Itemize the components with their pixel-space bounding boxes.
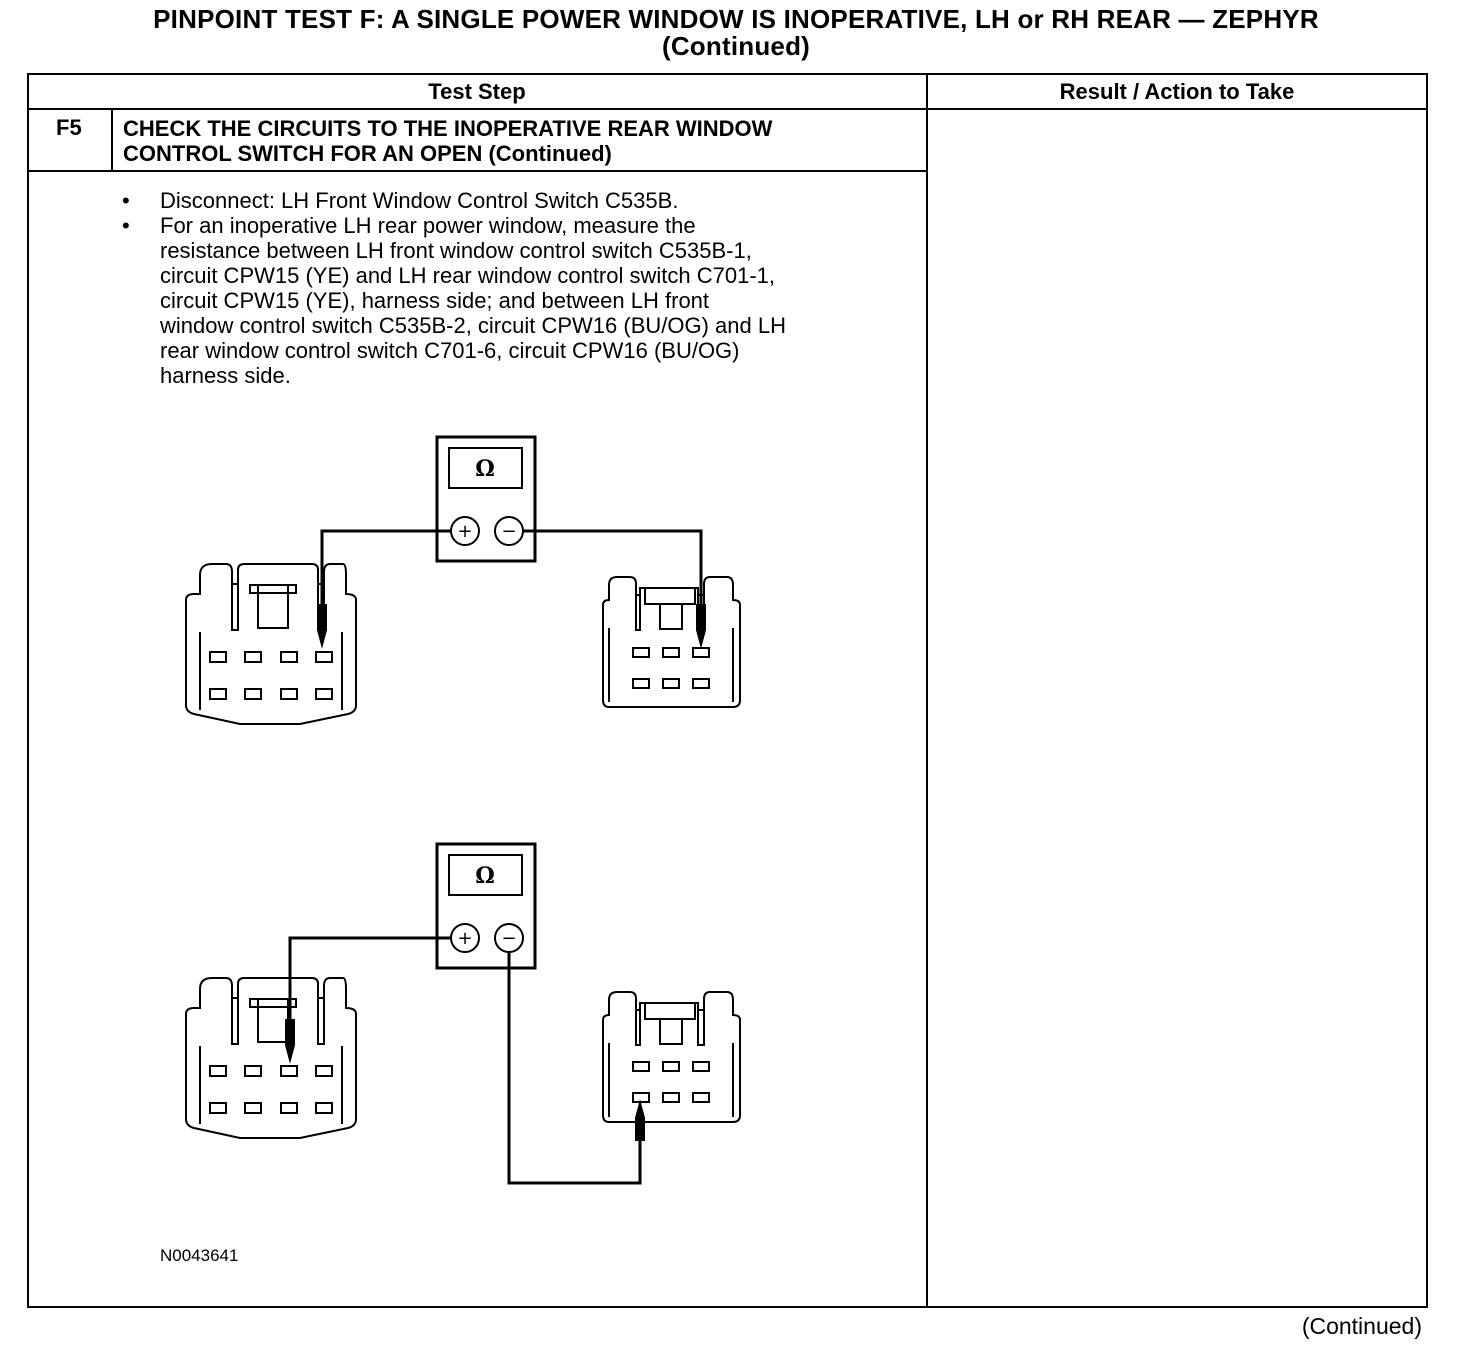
column-divider [926,73,928,1308]
ohmmeter-upper [435,435,537,563]
ohm-symbol-upper: Ω [475,456,495,482]
connector-c535b-upper [185,563,357,725]
instruction-line: circuit CPW15 (YE), harness side; and be… [160,288,710,313]
test-step-header: Test Step [428,79,526,104]
plus-terminal-lower: + [457,928,472,949]
step-title-line-2: CONTROL SWITCH FOR AN OPEN (Continued) [123,141,612,166]
instruction-line: resistance between LH front window contr… [160,238,752,263]
step-title-line-1: CHECK THE CIRCUITS TO THE INOPERATIVE RE… [123,116,773,141]
pinpoint-test-table [27,73,1428,1308]
instruction-line: harness side. [160,363,291,388]
connector-c701-upper [602,576,741,708]
step-id: F5 [56,115,82,140]
title-line-2: (Continued) [661,31,811,61]
step-id-divider [111,108,113,171]
probe-lower-left [285,1019,295,1064]
step-title-divider [27,170,927,172]
instruction-list: • Disconnect: LH Front Window Control Sw… [122,188,786,388]
probe-upper-right [696,604,706,649]
probe-upper-left [317,604,327,649]
probe-lower-right [635,1099,645,1141]
instruction-line: Disconnect: LH Front Window Control Swit… [160,188,679,213]
instruction-line: circuit CPW15 (YE) and LH rear window co… [160,263,776,288]
list-item: • For an inoperative LH rear power windo… [122,213,786,388]
connector-c701-lower [602,991,741,1123]
step-title: CHECK THE CIRCUITS TO THE INOPERATIVE RE… [123,116,772,166]
test-lead-upper [320,529,703,630]
list-item: • Disconnect: LH Front Window Control Sw… [122,188,786,213]
figure-id: N0043641 [160,1246,239,1265]
header-divider [27,108,1428,110]
minus-terminal-lower: − [501,928,516,949]
continued-note: (Continued) [1301,1313,1422,1339]
page-title: PINPOINT TEST F: A SINGLE POWER WINDOW I… [0,6,1472,60]
ohm-symbol-lower: Ω [475,863,495,889]
bullet-symbol: • [122,213,130,238]
instruction-line: For an inoperative LH rear power window,… [160,213,696,238]
result-action-header: Result / Action to Take [1059,79,1295,104]
connector-c535b-lower [185,977,357,1139]
test-lead-lower [288,936,642,1185]
instruction-line: window control switch C535B-2, circuit C… [160,313,786,338]
minus-terminal-upper: − [501,521,516,542]
plus-terminal-upper: + [457,521,472,542]
instruction-line: rear window control switch C701-6, circu… [160,338,740,363]
bullet-symbol: • [122,188,130,213]
title-line-1: PINPOINT TEST F: A SINGLE POWER WINDOW I… [153,4,1319,34]
